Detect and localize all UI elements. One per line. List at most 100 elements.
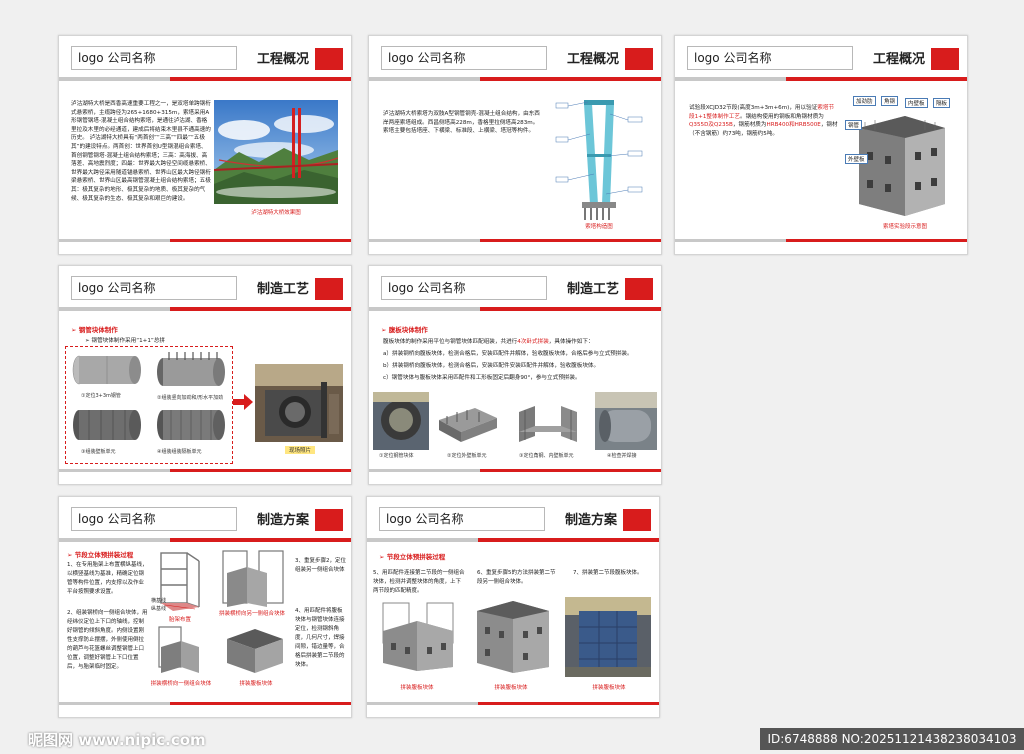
footer-divider [369, 469, 661, 472]
second-section-photo [565, 597, 651, 677]
highlight-text: 索塔节段1+1整体制作工艺 [689, 105, 835, 120]
step-1-text: 1、在专用胎架上布置横纵基线，以横竖基线为基准，精确定位钢管等构件位置，内支撑以… [67, 562, 148, 595]
model-outer-plate [439, 408, 497, 442]
logo-box: logo 公司名称 [71, 46, 237, 70]
section-heading-text: 节段立体预拼装过程 [74, 551, 134, 559]
process-item-b: b）拼装钢桥向腹板块体，检测合格后，安装匹配件安装匹配件并解体，验收腹板块体。 [383, 363, 600, 369]
step-5-text: 5、用匹配件连接第二节段的一侧组合块体，检测并调整块体的角度，上下两节段的匹配精… [373, 570, 465, 594]
slide-header: logo 公司名称 工程概况 [59, 36, 351, 86]
slide-header: logo 公司名称 工程概况 [675, 36, 967, 86]
title-accent [625, 48, 653, 70]
section-intro: 腹板块体的制作采用平位与钢管块体匹配组装，共进行4次卧式拼装，具体操作如下： [383, 338, 651, 347]
caption-model-2: 拼装腹板块体 [494, 685, 528, 691]
slide-3: logo 公司名称 工程概况 试验段XCJD32节段(高度3m+3m+6m)，用… [674, 35, 968, 255]
caption-step-3: ③定位角钢、内壁板单元 [519, 453, 574, 459]
step-3-label: ③组装壁板单元 [81, 449, 116, 455]
text-part: 腹板块体的制作采用平位与钢管块体匹配组装，共进行 [383, 339, 518, 345]
slide-1: logo 公司名称 工程概况 泸沽湖特大桥是西香高速重要工程之一，是双塔单跨钢桁… [58, 35, 352, 255]
slide-header: logo 公司名称 制造工艺 [59, 266, 351, 316]
web-block-model [227, 629, 283, 673]
highlight-text: 4次卧式拼装 [517, 339, 549, 345]
caption-one-side: 拼装横桥向一侧组合块体 [150, 681, 212, 687]
step-7-text: 7、拼装第二节段腹板块体。 [573, 570, 643, 576]
logo-box: logo 公司名称 [71, 507, 237, 531]
slide-title: 工程概况 [872, 52, 925, 67]
highlight-text: Q355D及Q235B [689, 122, 733, 129]
slide-header: logo 公司名称 制造方案 [59, 497, 351, 547]
tower-diagram [555, 100, 643, 220]
slide-title: 制造工艺 [256, 282, 309, 297]
watermark-site: 昵图网 www.nipic.com [28, 731, 206, 749]
step-2-text: 2、组装钢桥向一侧组合块体，用经纬仪定位上下口的轴线，控制好钢管的倾斜角度。内侧… [67, 610, 148, 670]
step-3-text: 3、重复步骤2，定位组装另一侧组合块体 [295, 558, 346, 573]
footer-divider [367, 702, 659, 705]
one-side-block-model [158, 626, 199, 673]
slide-4: logo 公司名称 制造工艺 ➢ 钢管块体制作 ➢ 钢管块体制作采用“1+1”总… [58, 265, 352, 485]
title-accent [625, 278, 653, 300]
model-caption: 索塔实验段示意图 [882, 224, 927, 230]
section-heading: ➢ 节段立体预拼装过程 [67, 551, 134, 559]
title-accent [623, 509, 651, 531]
logo-box: logo 公司名称 [687, 46, 853, 70]
section-heading-text: 腹板块体制作 [388, 326, 428, 334]
label-vertical-baseline: 纵基线 [151, 606, 167, 612]
caption-model-1: 拼装腹板块体 [400, 685, 434, 691]
subtitle-text: 钢管块体制作采用“1+1”总拼 [91, 338, 166, 344]
photo-caption: 泸沽湖特大桥效果图 [251, 210, 301, 216]
section-heading-text: 节段立体预拼装过程 [386, 553, 446, 561]
model-inner-plate [519, 406, 577, 442]
bridge-photo [214, 100, 338, 204]
photo-caption: 现场照片 [285, 446, 315, 454]
highlight-text: HRB400和HRB500E [766, 122, 821, 129]
footer-divider [59, 702, 351, 705]
footer-divider [59, 239, 351, 242]
other-side-block-model [222, 550, 284, 607]
step-pipe-model [72, 355, 141, 385]
text-part: ，钢材（不含钢筋）约73吨，钢筋约5吨。 [689, 122, 838, 137]
caption-other-side: 拼装横桥向另一侧组合块体 [218, 611, 285, 617]
section-subtitle: ➢ 钢管块体制作采用“1+1”总拼 [85, 338, 166, 344]
slide-title: 制造工艺 [566, 282, 619, 297]
label-steel-pipe: 钢管 [845, 120, 863, 130]
intro-text: 泸沽湖特大桥是西香高速重要工程之一，是双塔单跨钢桁式悬索桥，主缆跨径为265+1… [71, 100, 211, 203]
label-stiffener: 加劲肋 [853, 96, 876, 106]
section-heading-text: 钢管块体制作 [78, 326, 118, 334]
text-part: 试验段XCJD32节段(高度3m+3m+6m)，用以验证 [689, 105, 818, 111]
slide-7: logo 公司名称 制造方案 ➢ 节段立体预拼装过程 5、用匹配件连接第二节段的… [366, 496, 660, 718]
footer-divider [675, 239, 967, 242]
footer-divider [59, 469, 351, 472]
text-part: 。钢结构使用的钢板和角钢材质为 [739, 113, 824, 120]
caption-step-1: ①定位钢管块体 [379, 453, 414, 459]
caption-photo: 拼装腹板块体 [592, 685, 626, 691]
slide-title: 工程概况 [256, 52, 309, 67]
section-heading: ➢ 钢管块体制作 [71, 326, 118, 334]
step-6-text: 6、重复步骤5的方法拼装第二节段另一侧组合块体。 [477, 570, 556, 585]
slide-6: logo 公司名称 制造方案 ➢ 节段立体预拼装过程 1、在专用胎架上布置横纵基… [58, 496, 352, 718]
caption-jig-layout: 胎架布置 [168, 617, 191, 623]
jig-layout-model [160, 552, 200, 611]
step-4-label: ④组装组装隔板单元 [157, 449, 202, 455]
section-heading: ➢ 节段立体预拼装过程 [379, 553, 446, 561]
logo-box: logo 公司名称 [381, 276, 547, 300]
logo-box: logo 公司名称 [381, 46, 547, 70]
caption-web-block: 拼装腹板块体 [239, 681, 273, 687]
header-divider [675, 77, 967, 81]
slide-title: 工程概况 [566, 52, 619, 67]
caption-step-2: ②定位外壁板单元 [447, 453, 487, 459]
slide-title: 制造方案 [564, 513, 617, 528]
text-part: ，具体操作如下： [548, 339, 594, 345]
header-divider [59, 307, 351, 311]
step-wallplate-model [73, 410, 141, 440]
header-divider [59, 538, 351, 542]
step-stiffener-model [157, 352, 225, 386]
workshop-photo [255, 364, 343, 442]
header-divider [59, 77, 351, 81]
second-section-model-1 [382, 602, 454, 671]
header-divider [369, 307, 661, 311]
diagram-caption: 索塔构造图 [585, 224, 613, 230]
logo-box: logo 公司名称 [71, 276, 237, 300]
photo-pipe-block [373, 392, 429, 450]
slide-2: logo 公司名称 工程概况 泸沽湖特大桥索塔为双肢A型钢管钢壳-混凝土组合结构… [368, 35, 662, 255]
process-frame [65, 346, 233, 464]
label-outer-plate: 外壁板 [845, 154, 868, 164]
